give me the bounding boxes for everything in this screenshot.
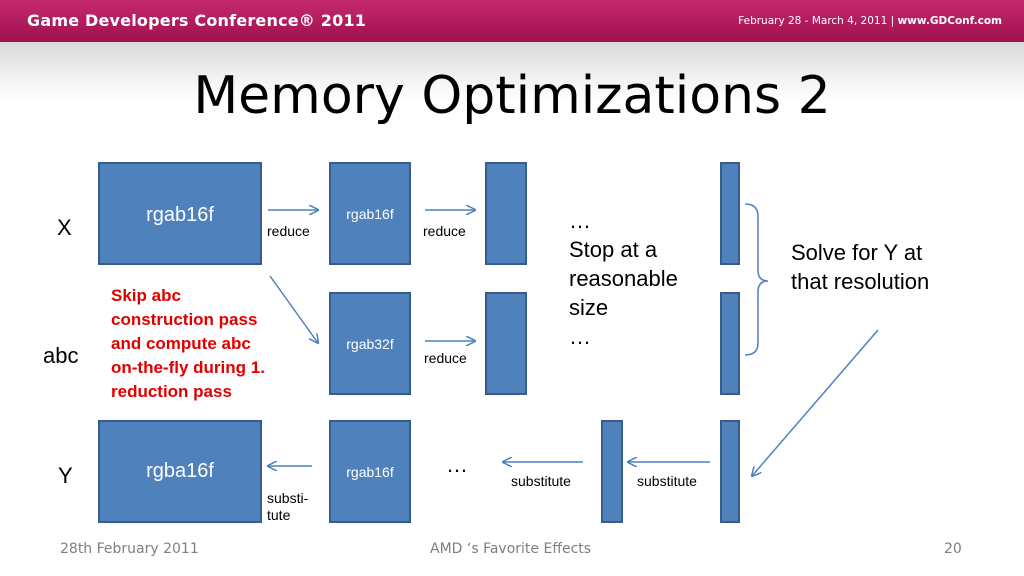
label-substitute-3-line1: substi-: [267, 490, 309, 506]
texture-abc-smallest: [720, 292, 740, 395]
label-reduce-3: reduce: [424, 350, 467, 366]
stop-text-line: …: [569, 208, 591, 233]
label-reduce-1: reduce: [267, 223, 310, 239]
label-substitute-3: substi- tute: [267, 490, 308, 524]
arrow-solve-to-y: [752, 329, 879, 476]
stop-text-line: …: [569, 324, 591, 349]
texture-x-half: rgab16f: [329, 162, 411, 265]
note-line: construction pass: [111, 310, 258, 329]
stop-text-line: Stop at a: [569, 237, 658, 262]
label-substitute-1: substitute: [511, 473, 571, 489]
texture-x-full: rgab16f: [98, 162, 262, 265]
texture-y-half-label: rgab16f: [346, 464, 394, 480]
texture-y-full: rgba16f: [98, 420, 262, 523]
texture-x-smallest: [720, 162, 740, 265]
note-line: and compute abc: [111, 334, 251, 353]
slide-title: Memory Optimizations 2: [193, 66, 831, 126]
footer-talk-title: AMD ‘s Favorite Effects: [430, 541, 592, 557]
footer-date: 28th February 2011: [60, 541, 199, 557]
solve-text-line: that resolution: [791, 269, 930, 294]
stop-text-line: size: [569, 295, 609, 320]
row-label-x: X: [57, 215, 72, 240]
texture-y-mid: [601, 420, 623, 523]
conference-date-range: February 28 - March 4, 2011 |: [738, 15, 895, 27]
row-label-abc: abc: [43, 343, 79, 368]
optimization-note: Skip abc construction pass and compute a…: [111, 284, 265, 404]
note-line: Skip abc: [111, 286, 181, 305]
solve-text-line: Solve for Y at: [791, 240, 923, 265]
brace-right: [744, 203, 769, 356]
arrow-x-to-abc: [269, 275, 318, 343]
texture-x-quarter: [485, 162, 527, 265]
texture-y-full-label: rgba16f: [146, 460, 214, 482]
label-reduce-2: reduce: [423, 223, 466, 239]
label-substitute-2: substitute: [637, 473, 697, 489]
texture-x-half-label: rgab16f: [346, 206, 394, 222]
texture-abc-quarter: [485, 292, 527, 395]
solve-text: Solve for Y at that resolution: [791, 238, 929, 296]
row-label-y: Y: [58, 463, 73, 488]
label-substitute-3-line2: tute: [267, 507, 291, 523]
stop-text: … Stop at a reasonable size …: [569, 206, 678, 351]
note-line: on-the-fly during 1.: [111, 358, 265, 377]
conference-dates: February 28 - March 4, 2011 | www.GDConf…: [738, 15, 1002, 27]
ellipsis-y-row: …: [446, 452, 468, 477]
texture-y-smallest: [720, 420, 740, 523]
texture-y-half: rgab16f: [329, 420, 411, 523]
note-line: reduction pass: [111, 382, 232, 401]
footer-page-number: 20: [944, 541, 962, 557]
conference-title: Game Developers Conference® 2011: [27, 11, 367, 30]
conference-website: www.GDConf.com: [897, 15, 1002, 27]
texture-x-full-label: rgab16f: [146, 204, 214, 226]
texture-abc-half: rgab32f: [329, 292, 411, 395]
texture-abc-half-label: rgab32f: [346, 336, 394, 352]
conference-header-bar: Game Developers Conference® 2011 Februar…: [0, 0, 1024, 42]
stop-text-line: reasonable: [569, 266, 678, 291]
header-texture: [0, 42, 1024, 102]
